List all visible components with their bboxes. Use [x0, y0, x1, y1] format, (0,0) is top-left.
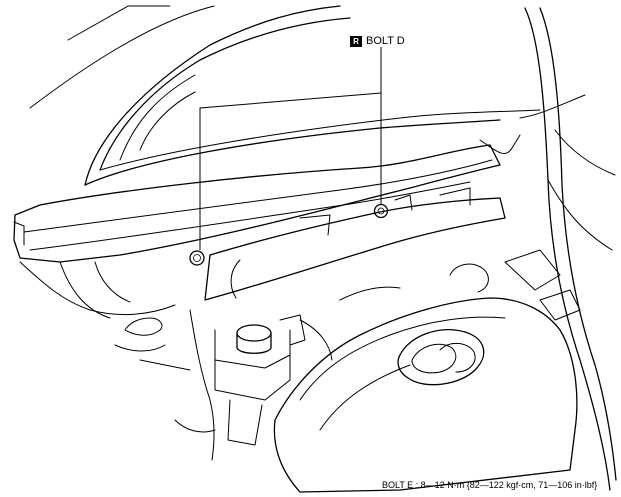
cowl-bracket — [230, 259, 241, 299]
a-pillar — [539, 7, 617, 481]
oil-filler-cap — [397, 329, 485, 386]
reservoir-bracket — [279, 314, 306, 346]
cowl-lower-edge — [84, 119, 501, 186]
hood-edge-line — [29, 5, 215, 109]
torque-specification: BOLT E : 8—12 N·m {82—122 kgf·cm, 71—106… — [382, 480, 598, 490]
fender-inner — [19, 261, 176, 316]
bolt-d-label: BOLT D — [366, 35, 405, 47]
reservoir-body — [214, 329, 291, 401]
bolt-d-right-head — [377, 207, 385, 215]
replace-badge: R — [350, 35, 362, 47]
cowl-curve — [119, 74, 196, 161]
cowl-panel-ridge — [29, 181, 471, 251]
bolt-d-left — [189, 250, 205, 266]
hood-edge-line — [67, 5, 129, 41]
bolt-d-callout: R BOLT D — [350, 35, 405, 47]
cowl-tab — [299, 214, 331, 236]
reservoir-body — [214, 354, 291, 369]
cowl-tab — [439, 187, 471, 206]
engine-bracket — [539, 289, 581, 321]
cowl-tab — [394, 194, 413, 211]
engine-cover — [273, 297, 578, 493]
cowl-curve — [139, 91, 196, 151]
hose — [299, 319, 333, 361]
cowl-lower-edge — [99, 109, 541, 171]
cowl-panel-ridge — [23, 159, 493, 233]
engine-bracket — [504, 249, 561, 291]
cowl-panel-end — [13, 221, 25, 246]
cowl-lower-edge — [519, 94, 586, 119]
wiper-pivot — [479, 134, 521, 154]
fender-inner — [94, 261, 131, 303]
a-pillar — [524, 7, 611, 491]
misc-line — [139, 359, 191, 371]
bolt-d-left-head — [193, 254, 201, 262]
oil-filler-cap — [439, 343, 476, 373]
engine-cap — [449, 263, 489, 293]
wire-harness — [189, 309, 215, 461]
callout-leader-left — [199, 92, 382, 250]
cowl-curve — [99, 17, 351, 171]
reservoir-cap — [236, 324, 272, 342]
hose — [339, 286, 401, 301]
engine-cover-ridge — [299, 316, 506, 401]
fender-line — [547, 179, 613, 251]
reservoir-body — [227, 399, 263, 446]
fender-line — [554, 129, 616, 176]
engine-cover-ridge — [319, 364, 411, 431]
fender-inner — [59, 261, 111, 319]
wire-harness — [174, 419, 216, 433]
oil-filler-cap — [411, 343, 457, 374]
cowl-panel — [13, 144, 501, 263]
bolt-d-right — [373, 203, 389, 219]
strut-mount — [114, 344, 166, 352]
cowl-curve — [84, 5, 341, 186]
strut-mount — [124, 317, 163, 336]
cowl-lower-member — [204, 197, 506, 301]
reservoir-cap — [236, 332, 272, 354]
